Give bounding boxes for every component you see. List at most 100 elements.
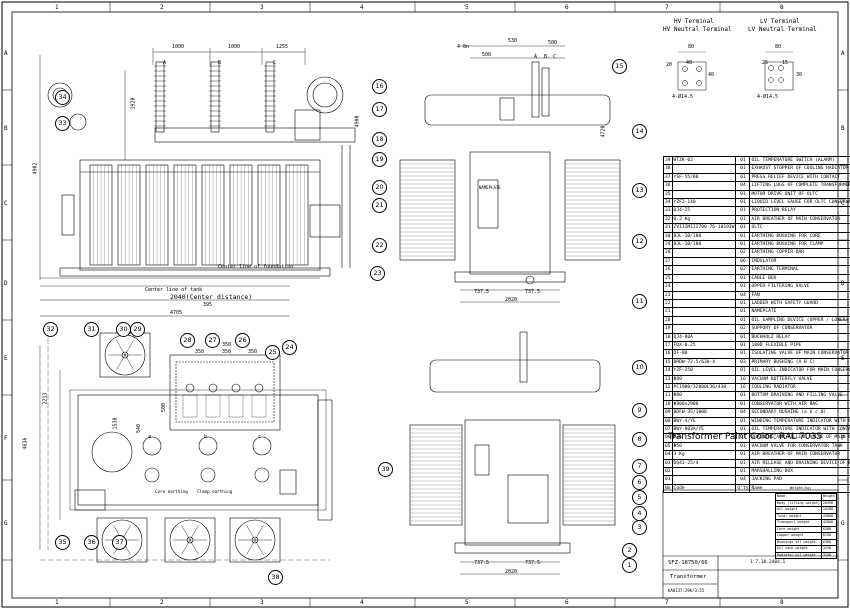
bom-cell: OIL LEVEL INDICATOR FOR MAIN CONSERVATOR bbox=[750, 367, 850, 375]
bom-cell: 01 bbox=[736, 274, 750, 282]
grid-col-8-bottom: 8 bbox=[780, 599, 784, 606]
product-code: KA0137.29K/3.55 bbox=[668, 588, 704, 593]
bom-cell: CABLE BOX bbox=[750, 274, 850, 282]
front-dim-1000b: 1000 bbox=[228, 44, 240, 51]
grid-row-F-left: F bbox=[4, 435, 8, 442]
bom-cell: 16 bbox=[736, 375, 750, 383]
callout-7: 7 bbox=[632, 459, 647, 474]
bom-cell: 26 bbox=[664, 266, 673, 274]
lv-dim-30: 30 bbox=[796, 72, 802, 79]
bom-cell: 38 bbox=[664, 165, 673, 173]
bom-cell: No bbox=[664, 484, 673, 492]
callout-26: 26 bbox=[235, 333, 250, 348]
side-phase-b: B bbox=[544, 54, 547, 61]
bom-cell: EXHAUST STOPPER OF COOLING RADIATOR bbox=[750, 165, 850, 173]
bom-cell: BJL-10/180 bbox=[672, 241, 736, 249]
label-center-foundation: Center line of foundation bbox=[218, 264, 293, 271]
side-view bbox=[400, 46, 620, 302]
grid-row-G-left: G bbox=[4, 520, 8, 527]
bom-cell: 02 bbox=[736, 325, 750, 333]
top-dim-350b: 350 bbox=[222, 349, 231, 356]
bom-cell: OIL TEMPERATURE SWITCH (ALARM) bbox=[750, 157, 850, 165]
end-dim-737b: 737.5 bbox=[525, 560, 540, 567]
side-phase-a: A bbox=[534, 54, 537, 61]
bom-cell: ISOLATING VALVE OF MAIN CONSERVATOR bbox=[750, 350, 850, 358]
callout-1: 1 bbox=[622, 558, 637, 573]
bom-cell: EARTHING TERMINAL bbox=[750, 266, 850, 274]
callout-15: 15 bbox=[612, 59, 627, 74]
bom-cell: 13 bbox=[664, 375, 673, 383]
callout-10: 10 bbox=[632, 360, 647, 375]
bom-cell: YSF-55/80 bbox=[672, 173, 736, 181]
bom-cell: BOTTOM DRAINING AND FILLING VALVE bbox=[750, 392, 850, 400]
weight-cell: 3150 bbox=[821, 552, 836, 559]
side-dim-48n: 4 8n bbox=[457, 44, 469, 51]
bom-cell: PC1900/32000L36/430 bbox=[672, 383, 736, 391]
hv-dim-80: 80 bbox=[688, 44, 694, 51]
front-dim-1000a: 1000 bbox=[172, 44, 184, 51]
bom-cell bbox=[672, 182, 736, 190]
bom-cell: 180D FLEXIBLE PIPE bbox=[750, 341, 850, 349]
bom-cell: SUPPORY OF CONSERVATOR bbox=[750, 325, 850, 333]
callout-11: 11 bbox=[632, 294, 647, 309]
bom-cell: BJL-10/180 bbox=[672, 232, 736, 240]
top-dim-350a: 350 bbox=[195, 349, 204, 356]
bom-cell: 02 bbox=[736, 266, 750, 274]
bom-cell: 03 bbox=[736, 358, 750, 366]
grid-col-1-top: 1 bbox=[55, 4, 59, 11]
lv-dim-holes: 4-Ø14.5 bbox=[757, 94, 778, 101]
grid-row-A-left: A bbox=[4, 50, 8, 57]
bom-cell: 37 bbox=[664, 173, 673, 181]
end-dim-2020: 2020 bbox=[505, 569, 517, 576]
callout-29: 29 bbox=[130, 322, 145, 337]
grid-row-G-right: G bbox=[841, 520, 845, 527]
lv-dim-15: 15 bbox=[782, 60, 788, 67]
top-phase-c: c bbox=[258, 434, 261, 441]
callout-2: 2 bbox=[622, 543, 637, 558]
top-dim-540: 540 bbox=[136, 424, 143, 433]
callout-32: 32 bbox=[43, 322, 58, 337]
bom-cell: 01 bbox=[736, 333, 750, 341]
grid-row-B-right: B bbox=[841, 125, 845, 132]
callout-38: 38 bbox=[268, 570, 283, 585]
callout-21: 21 bbox=[372, 198, 387, 213]
weight-cell: Body (lifting weight) bbox=[776, 500, 822, 507]
bom-cell: 10 bbox=[664, 400, 673, 408]
front-dim-1255: 1255 bbox=[276, 44, 288, 51]
bom-cell: 01 bbox=[736, 367, 750, 375]
callout-16: 16 bbox=[372, 79, 387, 94]
callout-17: 17 bbox=[372, 102, 387, 117]
bom-cell: JACKING PAD bbox=[750, 476, 850, 484]
bom-cell: 16 bbox=[664, 350, 673, 358]
front-dim-4705: 4705 bbox=[170, 310, 182, 317]
lv-terminal-plate bbox=[765, 52, 793, 90]
bom-cell bbox=[672, 308, 736, 316]
bom-cell: 3 Kg bbox=[672, 451, 736, 459]
bom-cell: 01 bbox=[736, 341, 750, 349]
bom-cell: 11 bbox=[664, 392, 673, 400]
phase-b: B bbox=[218, 60, 221, 67]
bom-cell: 01 bbox=[736, 468, 750, 476]
front-view bbox=[40, 48, 355, 316]
bom-cell: 18 bbox=[664, 333, 673, 341]
bom-cell: 01 bbox=[736, 215, 750, 223]
bom-cell: 14 bbox=[664, 367, 673, 375]
lv-dim-80: 80 bbox=[775, 44, 781, 51]
callout-13: 13 bbox=[632, 183, 647, 198]
bom-cell: 01 bbox=[736, 451, 750, 459]
